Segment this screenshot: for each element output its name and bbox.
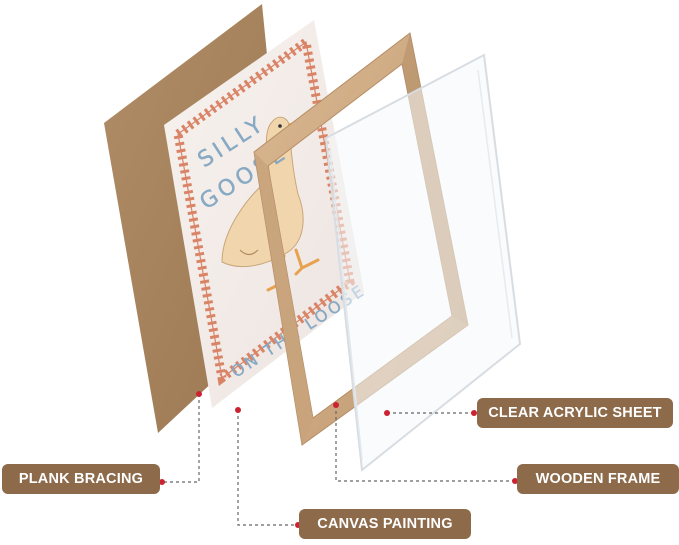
label-plank-bracing: PLANK BRACING bbox=[2, 464, 160, 494]
marker-plank-end bbox=[159, 479, 165, 485]
label-canvas-painting: CANVAS PAINTING bbox=[299, 509, 471, 539]
leader-lines bbox=[162, 394, 517, 526]
clear-acrylic-sheet bbox=[324, 53, 522, 472]
marker-acrylic-start bbox=[384, 410, 390, 416]
marker-plank-start bbox=[196, 391, 202, 397]
marker-wooden-start bbox=[333, 402, 339, 408]
marker-wooden-end bbox=[512, 478, 518, 484]
label-clear-acrylic-sheet: CLEAR ACRYLIC SHEET bbox=[477, 398, 673, 428]
marker-dots bbox=[159, 391, 518, 528]
leader-canvas bbox=[237, 410, 298, 526]
marker-acrylic-end bbox=[471, 410, 477, 416]
marker-canvas-start bbox=[235, 407, 241, 413]
label-wooden-frame: WOODEN FRAME bbox=[517, 464, 679, 494]
leader-wooden bbox=[335, 405, 517, 482]
